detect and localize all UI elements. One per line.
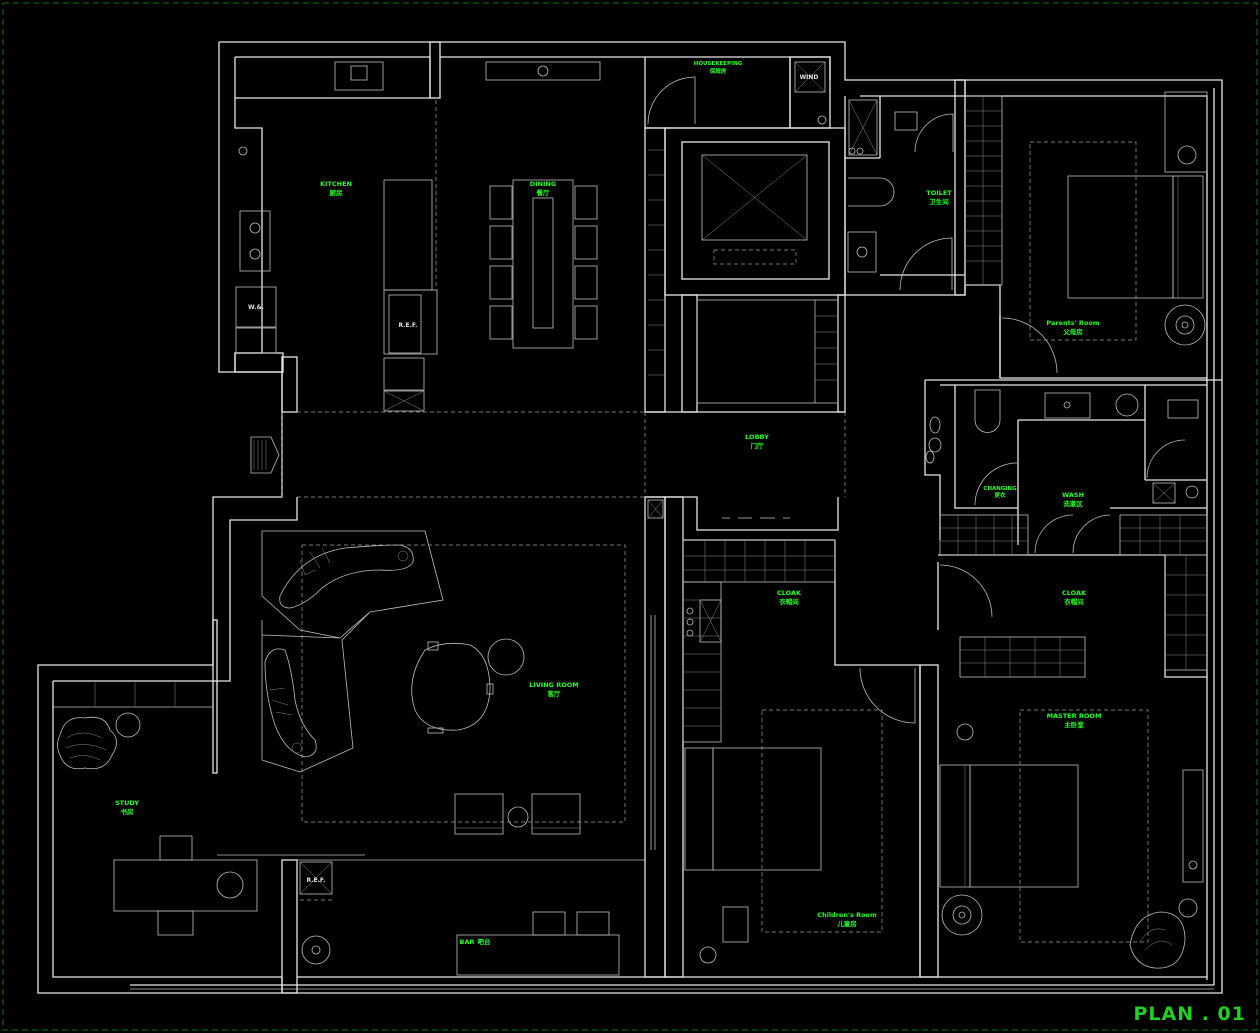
living-room-furniture [250, 436, 581, 835]
label-wash-en: WASH [1062, 491, 1084, 499]
label-toilet-en: TOILET [926, 189, 952, 197]
label-kitchen-en: KITCHEN [320, 180, 352, 188]
label-changing-en: CHANGING [983, 486, 1017, 492]
kitchen-fixtures [235, 61, 438, 412]
label-wd: W.&. [248, 304, 264, 311]
label-housekeeping-en: HOUSEKEEPING [694, 61, 743, 67]
label-kitchen-cn: 厨房 [330, 188, 344, 197]
label-wash-cn: 洗漱区 [1063, 499, 1083, 508]
dashed-zones [281, 100, 1149, 943]
elevator-core [648, 149, 839, 404]
housekeeping-fixtures [647, 61, 827, 125]
label-cloak-child-en: CLOAK [777, 589, 802, 597]
master-room-fixtures [939, 723, 1204, 969]
label-children-en: Children's Room [817, 911, 877, 919]
label-lobby-cn: 门厅 [751, 441, 765, 450]
label-ref-bar: R.E.F. [307, 877, 326, 884]
label-lobby-en: LOBBY [745, 433, 769, 441]
label-changing-cn: 更衣 [994, 491, 1006, 499]
study-furniture [53, 681, 258, 936]
label-living-en: LIVING ROOM [529, 681, 579, 689]
childrens-room-fixtures [647, 499, 916, 964]
parents-room-fixtures [1001, 91, 1208, 374]
label-study-en: STUDY [115, 799, 139, 807]
label-ref-kitchen: R.E.F. [399, 322, 418, 329]
label-cloak-master-en: CLOAK [1062, 589, 1087, 597]
label-cloak-child-cn: 衣帽间 [779, 597, 799, 606]
room-labels: HOUSEKEEPING 保姆房 WIND KITCHEN 厨房 DINING … [115, 61, 1101, 946]
stair-strips [964, 95, 1003, 286]
label-master-cn: 主卧室 [1064, 720, 1084, 729]
bar-furniture [299, 861, 620, 976]
master-cloak-fixtures [939, 514, 1208, 678]
label-toilet-cn: 卫生间 [929, 197, 949, 206]
label-bar-cn: 吧台 [478, 937, 492, 946]
label-parents-cn: 父母房 [1062, 327, 1083, 336]
label-cloak-master-cn: 衣帽间 [1064, 597, 1084, 606]
label-master-en: MASTER ROOM [1047, 712, 1102, 720]
dining-table [485, 61, 601, 349]
label-living-cn: 客厅 [547, 689, 562, 698]
label-housekeeping-cn: 保姆房 [709, 67, 727, 75]
label-children-cn: 儿童房 [836, 919, 857, 928]
toilet-fixtures [847, 99, 954, 291]
plan-title: PLAN . 01 [1133, 1003, 1246, 1025]
label-wind: WIND [800, 74, 819, 81]
wash-fixtures [925, 389, 1199, 554]
label-dining-cn: 餐厅 [536, 188, 551, 197]
label-study-cn: 书房 [121, 807, 135, 816]
interior-walls [212, 41, 1222, 994]
exterior-walls [37, 41, 1223, 994]
label-parents-en: Parents' Room [1046, 319, 1099, 327]
label-bar-en: BAR [460, 938, 475, 946]
label-dining-en: DINING [530, 180, 556, 188]
